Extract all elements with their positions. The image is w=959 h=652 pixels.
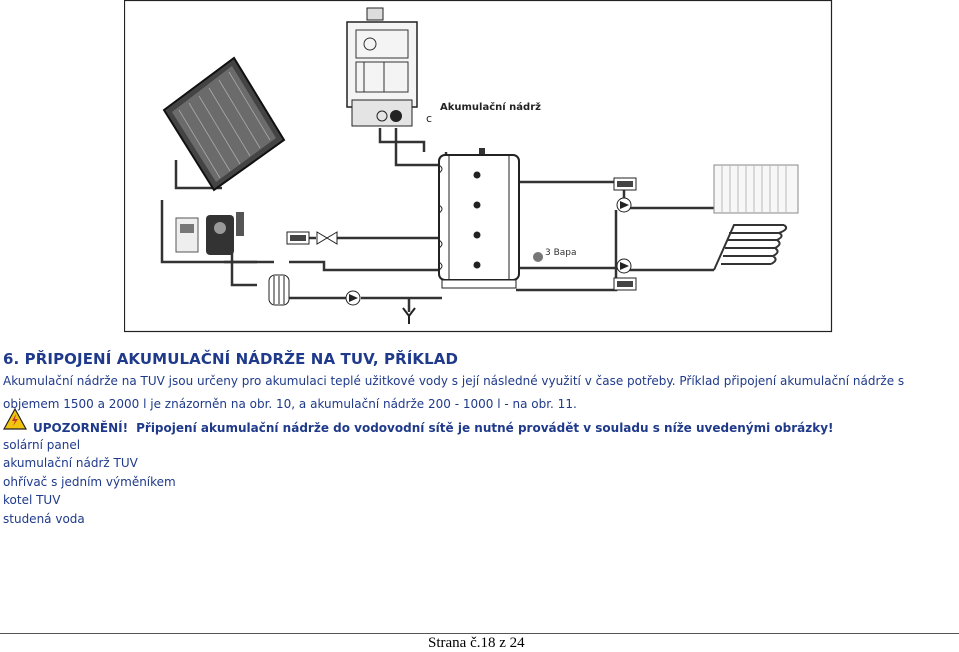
section-heading: 6. PŘIPOJENÍ AKUMULAČNÍ NÁDRŽE NA TUV, P… (3, 350, 459, 368)
legend-item: ohřívač s jedním výměníkem (3, 474, 176, 489)
legend-item: solární panel (3, 438, 81, 452)
legend-item: studená voda (3, 511, 85, 526)
heating-circuit-meter-top (613, 177, 637, 213)
flow-meter-icon (286, 231, 310, 245)
solar-panel (162, 56, 286, 192)
tank-label: Akumulační nádrž (440, 101, 541, 113)
warning-label: UPOZORNĚNÍ! (33, 421, 129, 435)
footer-divider (0, 633, 959, 634)
pump-station (206, 212, 244, 255)
legend-item: kotel TUV (3, 493, 61, 508)
warning-text: Připojení akumulační nádrže do vodovodní… (136, 421, 834, 435)
expansion-vessel-icon (533, 252, 543, 262)
accumulation-tank (438, 148, 520, 289)
heat-exchanger-icon (268, 274, 290, 306)
heating-circuit-meter-bottom (613, 258, 637, 291)
svg-text:c: c (426, 112, 432, 125)
radiator (713, 164, 799, 214)
boiler (346, 7, 418, 127)
floor-heating-loop (713, 224, 788, 271)
pump-icon (345, 290, 361, 306)
cold-water-inlet-icon (402, 307, 416, 324)
diagram-legend: solární panel akumulační nádrž TUV ohřív… (3, 436, 176, 528)
page-number: Strana č.18 z 24 (428, 635, 525, 651)
warning-icon (3, 408, 27, 430)
warning-message: UPOZORNĚNÍ! Připojení akumulační nádrže d… (33, 421, 834, 435)
solar-controller (175, 217, 199, 253)
expansion-label: 3 Bара (545, 248, 577, 258)
intro-paragraph: Akumulační nádrže na TUV jsou určeny pro… (3, 374, 905, 411)
legend-item: akumulační nádrž TUV (3, 456, 138, 471)
heating-system-diagram: Akumulační nádrž c 3 Bара (124, 0, 833, 333)
valve-icon (316, 231, 338, 245)
